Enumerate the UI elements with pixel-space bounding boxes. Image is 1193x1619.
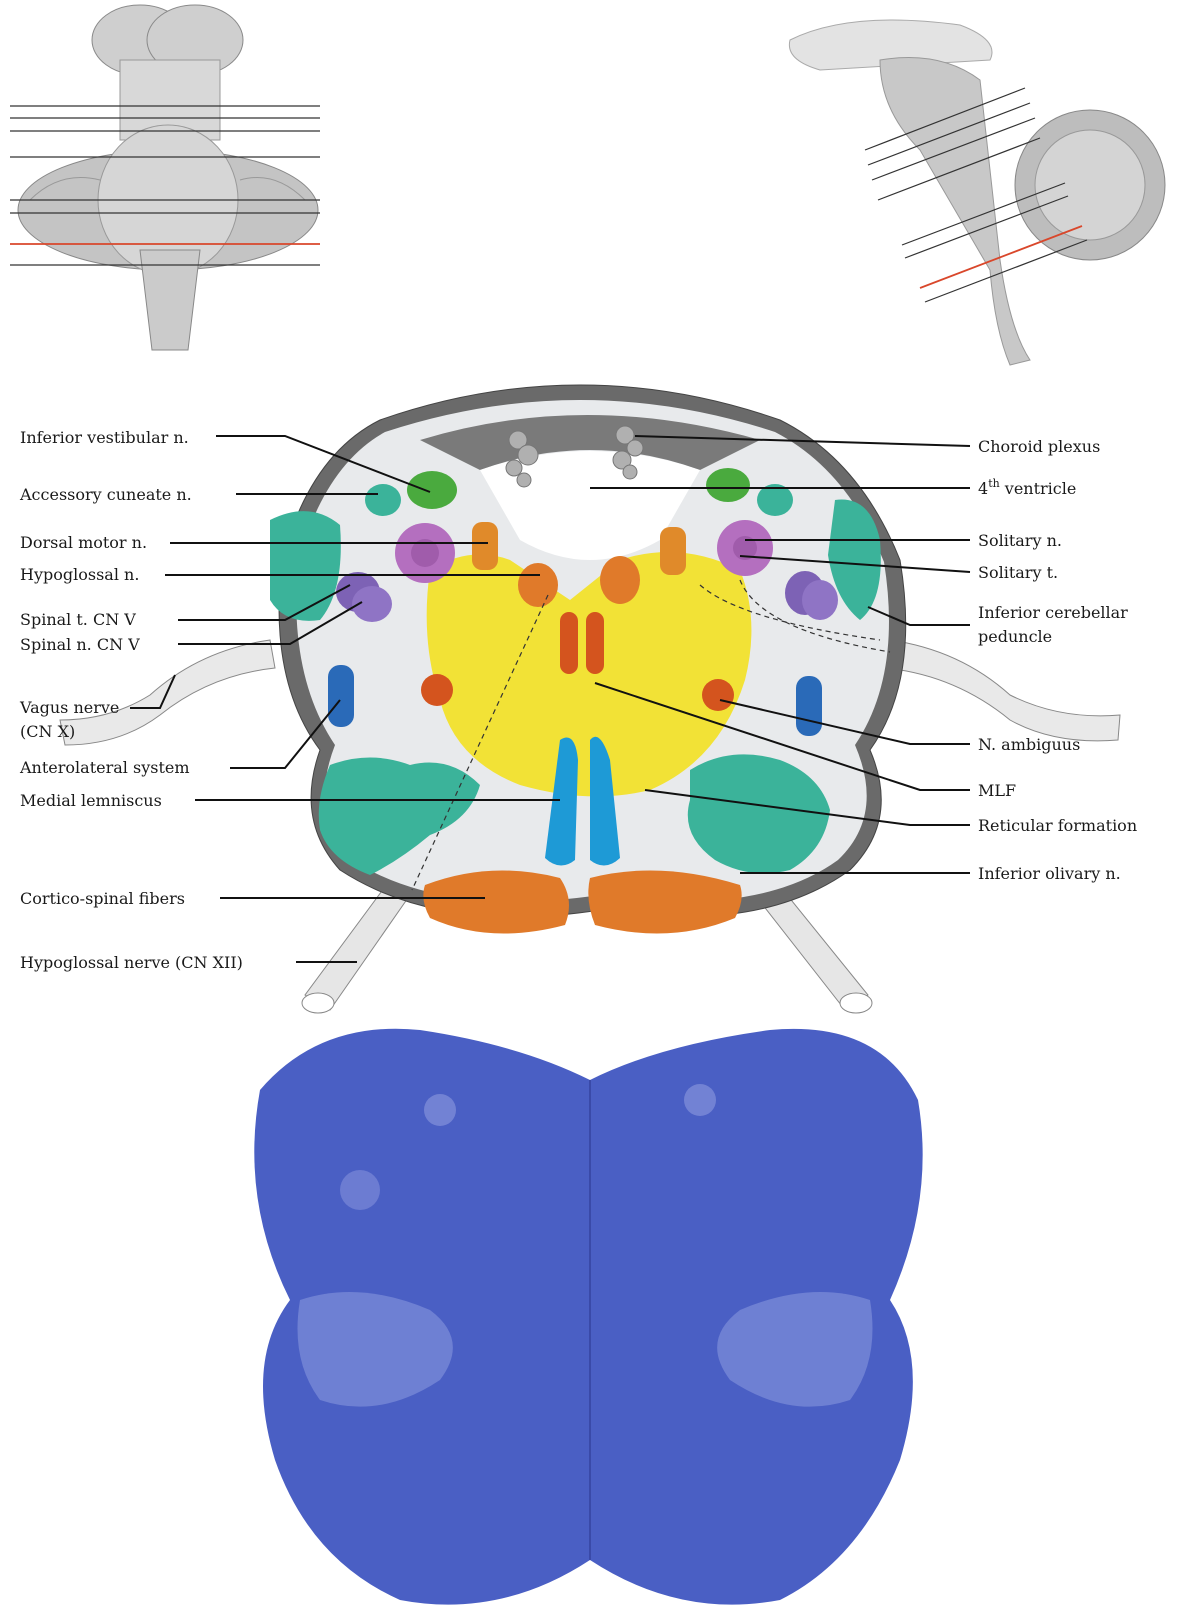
- label-inferior-cerebellar-peduncle: Inferior cerebellar: [978, 603, 1128, 622]
- inferior-vestibular-left: [407, 471, 457, 509]
- hypoglossal-nerve-left: [305, 880, 410, 1010]
- nucleus-ambiguus-left: [421, 674, 453, 706]
- label-vagus-nerve-cn: (CN X): [20, 722, 75, 741]
- label-anterolateral-system: Anterolateral system: [19, 758, 190, 777]
- corticospinal-right: [588, 870, 741, 933]
- anterolateral-system-right: [796, 676, 822, 736]
- anterolateral-system-left: [328, 665, 354, 727]
- label-accessory-cuneate-n: Accessory cuneate n.: [19, 485, 192, 504]
- label-vagus-nerve: Vagus nerve: [19, 698, 119, 717]
- label-n-ambiguus: N. ambiguus: [978, 735, 1080, 754]
- stained-section: [254, 1029, 922, 1605]
- label-spinal-n-cn-v: Spinal n. CN V: [20, 635, 140, 654]
- brainstem-sagittal-view: [789, 20, 1165, 365]
- nucleus-ambiguus-right: [702, 679, 734, 711]
- label-hypoglossal-nerve: Hypoglossal nerve (CN XII): [20, 953, 243, 972]
- vagus-nerve-right: [885, 640, 1120, 741]
- left-labels: Inferior vestibular n. Accessory cuneate…: [19, 428, 243, 972]
- label-solitary-n: Solitary n.: [978, 531, 1062, 550]
- corticospinal-left: [423, 870, 569, 933]
- label-inferior-vestibular-n: Inferior vestibular n.: [20, 428, 189, 447]
- label-spinal-t-cn-v: Spinal t. CN V: [20, 610, 136, 629]
- label-fourth-ventricle-sup: th: [988, 477, 1000, 490]
- inferior-vestibular-right: [706, 468, 750, 502]
- label-choroid-plexus: Choroid plexus: [978, 437, 1100, 456]
- dorsal-motor-nucleus: [472, 522, 498, 570]
- label-fourth-ventricle-word: ventricle: [1000, 479, 1077, 498]
- accessory-cuneate-left: [365, 484, 401, 516]
- label-dorsal-motor-n: Dorsal motor n.: [20, 533, 147, 552]
- right-labels: Choroid plexus 4th ventricle Solitary n.…: [978, 437, 1137, 883]
- mlf-left: [560, 612, 578, 674]
- label-solitary-t: Solitary t.: [978, 563, 1058, 582]
- hypoglossal-nucleus-left: [518, 563, 558, 607]
- label-hypoglossal-n: Hypoglossal n.: [20, 565, 139, 584]
- brainstem-ventral-view: [10, 5, 320, 350]
- mlf-right: [586, 612, 604, 674]
- label-medial-lemniscus: Medial lemniscus: [20, 791, 162, 810]
- label-inferior-cerebellar-peduncle-2: peduncle: [978, 627, 1052, 646]
- label-reticular-formation: Reticular formation: [978, 816, 1137, 835]
- label-fourth-ventricle: 4th ventricle: [978, 477, 1076, 498]
- label-cortico-spinal-fibers: Cortico-spinal fibers: [20, 889, 185, 908]
- label-inferior-olivary-n: Inferior olivary n.: [978, 864, 1121, 883]
- label-fourth-ventricle-num: 4: [978, 479, 988, 498]
- label-mlf: MLF: [978, 781, 1016, 800]
- medulla-cross-section: [60, 385, 1120, 1013]
